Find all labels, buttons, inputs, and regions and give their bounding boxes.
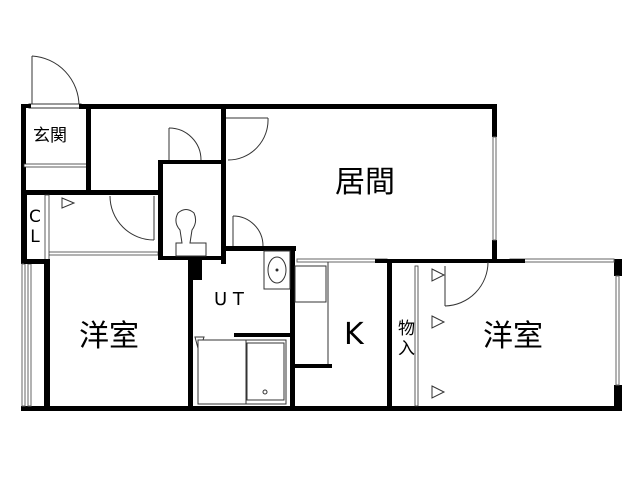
- exterior-walls: [21, 104, 622, 411]
- fixtures: [175, 209, 329, 405]
- room-label-closet: C L: [29, 207, 41, 247]
- stove-icon: [294, 265, 327, 303]
- room-label-living: 居間: [335, 165, 395, 200]
- toilet-icon: [175, 209, 207, 257]
- room-label-western-left: 洋室: [79, 319, 139, 354]
- room-label-kitchen: K: [344, 317, 364, 352]
- interior-walls: [23, 108, 525, 411]
- room-label-genkan: 玄関: [33, 126, 67, 146]
- room-label-utility: U T: [214, 289, 244, 310]
- room-label-storage: 物 入: [398, 319, 415, 359]
- entrance-door: [28, 55, 82, 109]
- room-label-western-right: 洋室: [483, 319, 543, 354]
